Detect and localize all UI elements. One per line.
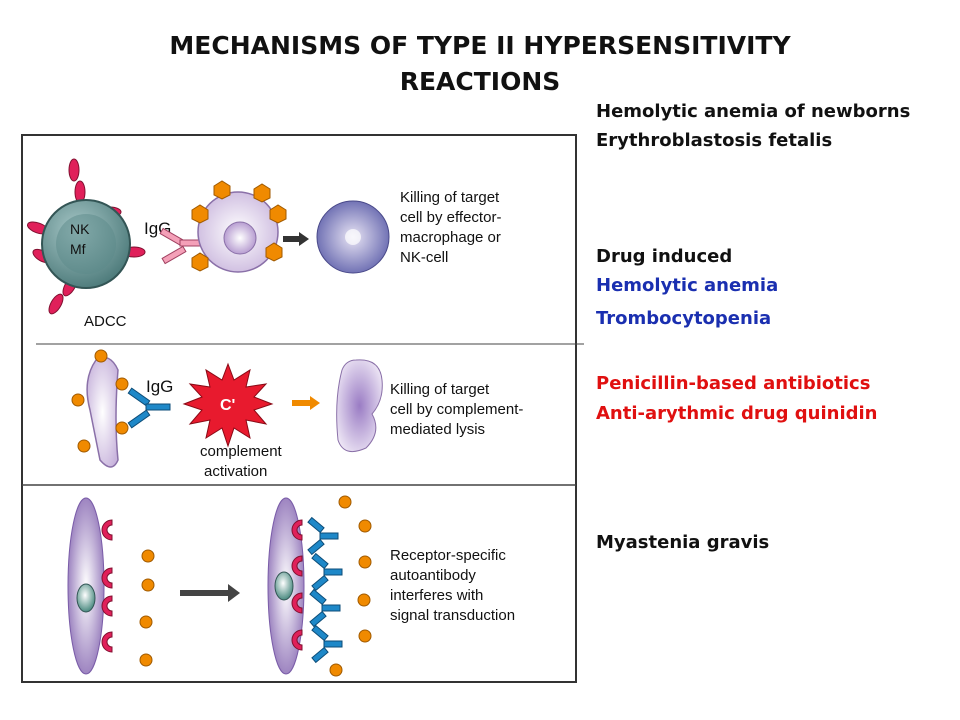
activation-label: activation — [204, 463, 267, 480]
arrow-1 — [283, 232, 309, 246]
igg-antibody-1 — [159, 227, 205, 265]
p2-desc-3: mediated lysis — [390, 421, 485, 438]
hemolytic-anemia-text: Hemolytic anemia — [596, 275, 779, 296]
p3-desc-4: signal transduction — [390, 607, 515, 624]
lysed-cell — [336, 359, 383, 453]
ligands-1 — [139, 549, 155, 667]
panel-adcc: NK Mf IgG Killing of target cell by effe… — [27, 158, 501, 330]
adcc-label: ADCC — [84, 313, 127, 330]
title-line-2: REACTIONS — [399, 67, 561, 96]
penicillin-text: Penicillin-based antibiotics — [596, 373, 871, 394]
diagram-frame — [21, 134, 577, 683]
p2-desc-1: Killing of target — [390, 381, 490, 398]
p1-desc-4: NK-cell — [400, 249, 448, 266]
panel-complement: IgG C' complement activation Killing of … — [71, 349, 523, 480]
quinidin-text: Anti-arythmic drug quinidin — [596, 403, 878, 424]
autoantibodies — [307, 517, 343, 663]
hemolytic-newborns-text: Hemolytic anemia of newborns — [596, 101, 911, 122]
p2-desc-2: cell by complement- — [390, 401, 523, 418]
mf-label: Mf — [70, 241, 86, 257]
myastenia-text: Myastenia gravis — [596, 532, 770, 553]
complement-burst — [182, 362, 274, 448]
ligands-2 — [329, 495, 372, 677]
muscle-nucleus-2 — [274, 571, 294, 601]
panel-receptor: Receptor-specific autoantibody interfere… — [67, 495, 515, 677]
c-prime-label: C' — [220, 397, 235, 414]
target-nucleus-1 — [223, 221, 257, 255]
p3-desc-2: autoantibody — [390, 567, 476, 584]
trombocytopenia-text: Trombocytopenia — [596, 308, 772, 329]
igg-label-2: IgG — [146, 377, 173, 396]
title-line-1: MECHANISMS OF TYPE II HYPERSENSITIVITY — [169, 31, 791, 60]
slide-title: MECHANISMS OF TYPE II HYPERSENSITIVITY R… — [0, 28, 960, 100]
igg-antibody-2 — [127, 387, 171, 429]
p1-desc-1: Killing of target — [400, 189, 500, 206]
p1-desc-2: cell by effector- — [400, 209, 501, 226]
muscle-nucleus-1 — [76, 583, 96, 613]
target-cell-2 — [86, 356, 119, 468]
nk-label: NK — [70, 221, 90, 237]
erythroblastosis-text: Erythroblastosis fetalis — [596, 130, 833, 151]
p3-desc-3: interferes with — [390, 587, 483, 604]
arrow-3 — [180, 584, 240, 602]
drug-induced-text: Drug induced — [596, 246, 733, 267]
complement-label: complement — [200, 443, 283, 460]
arrow-2 — [292, 396, 320, 410]
p1-desc-3: macrophage or — [400, 229, 501, 246]
p3-desc-1: Receptor-specific — [390, 547, 506, 564]
